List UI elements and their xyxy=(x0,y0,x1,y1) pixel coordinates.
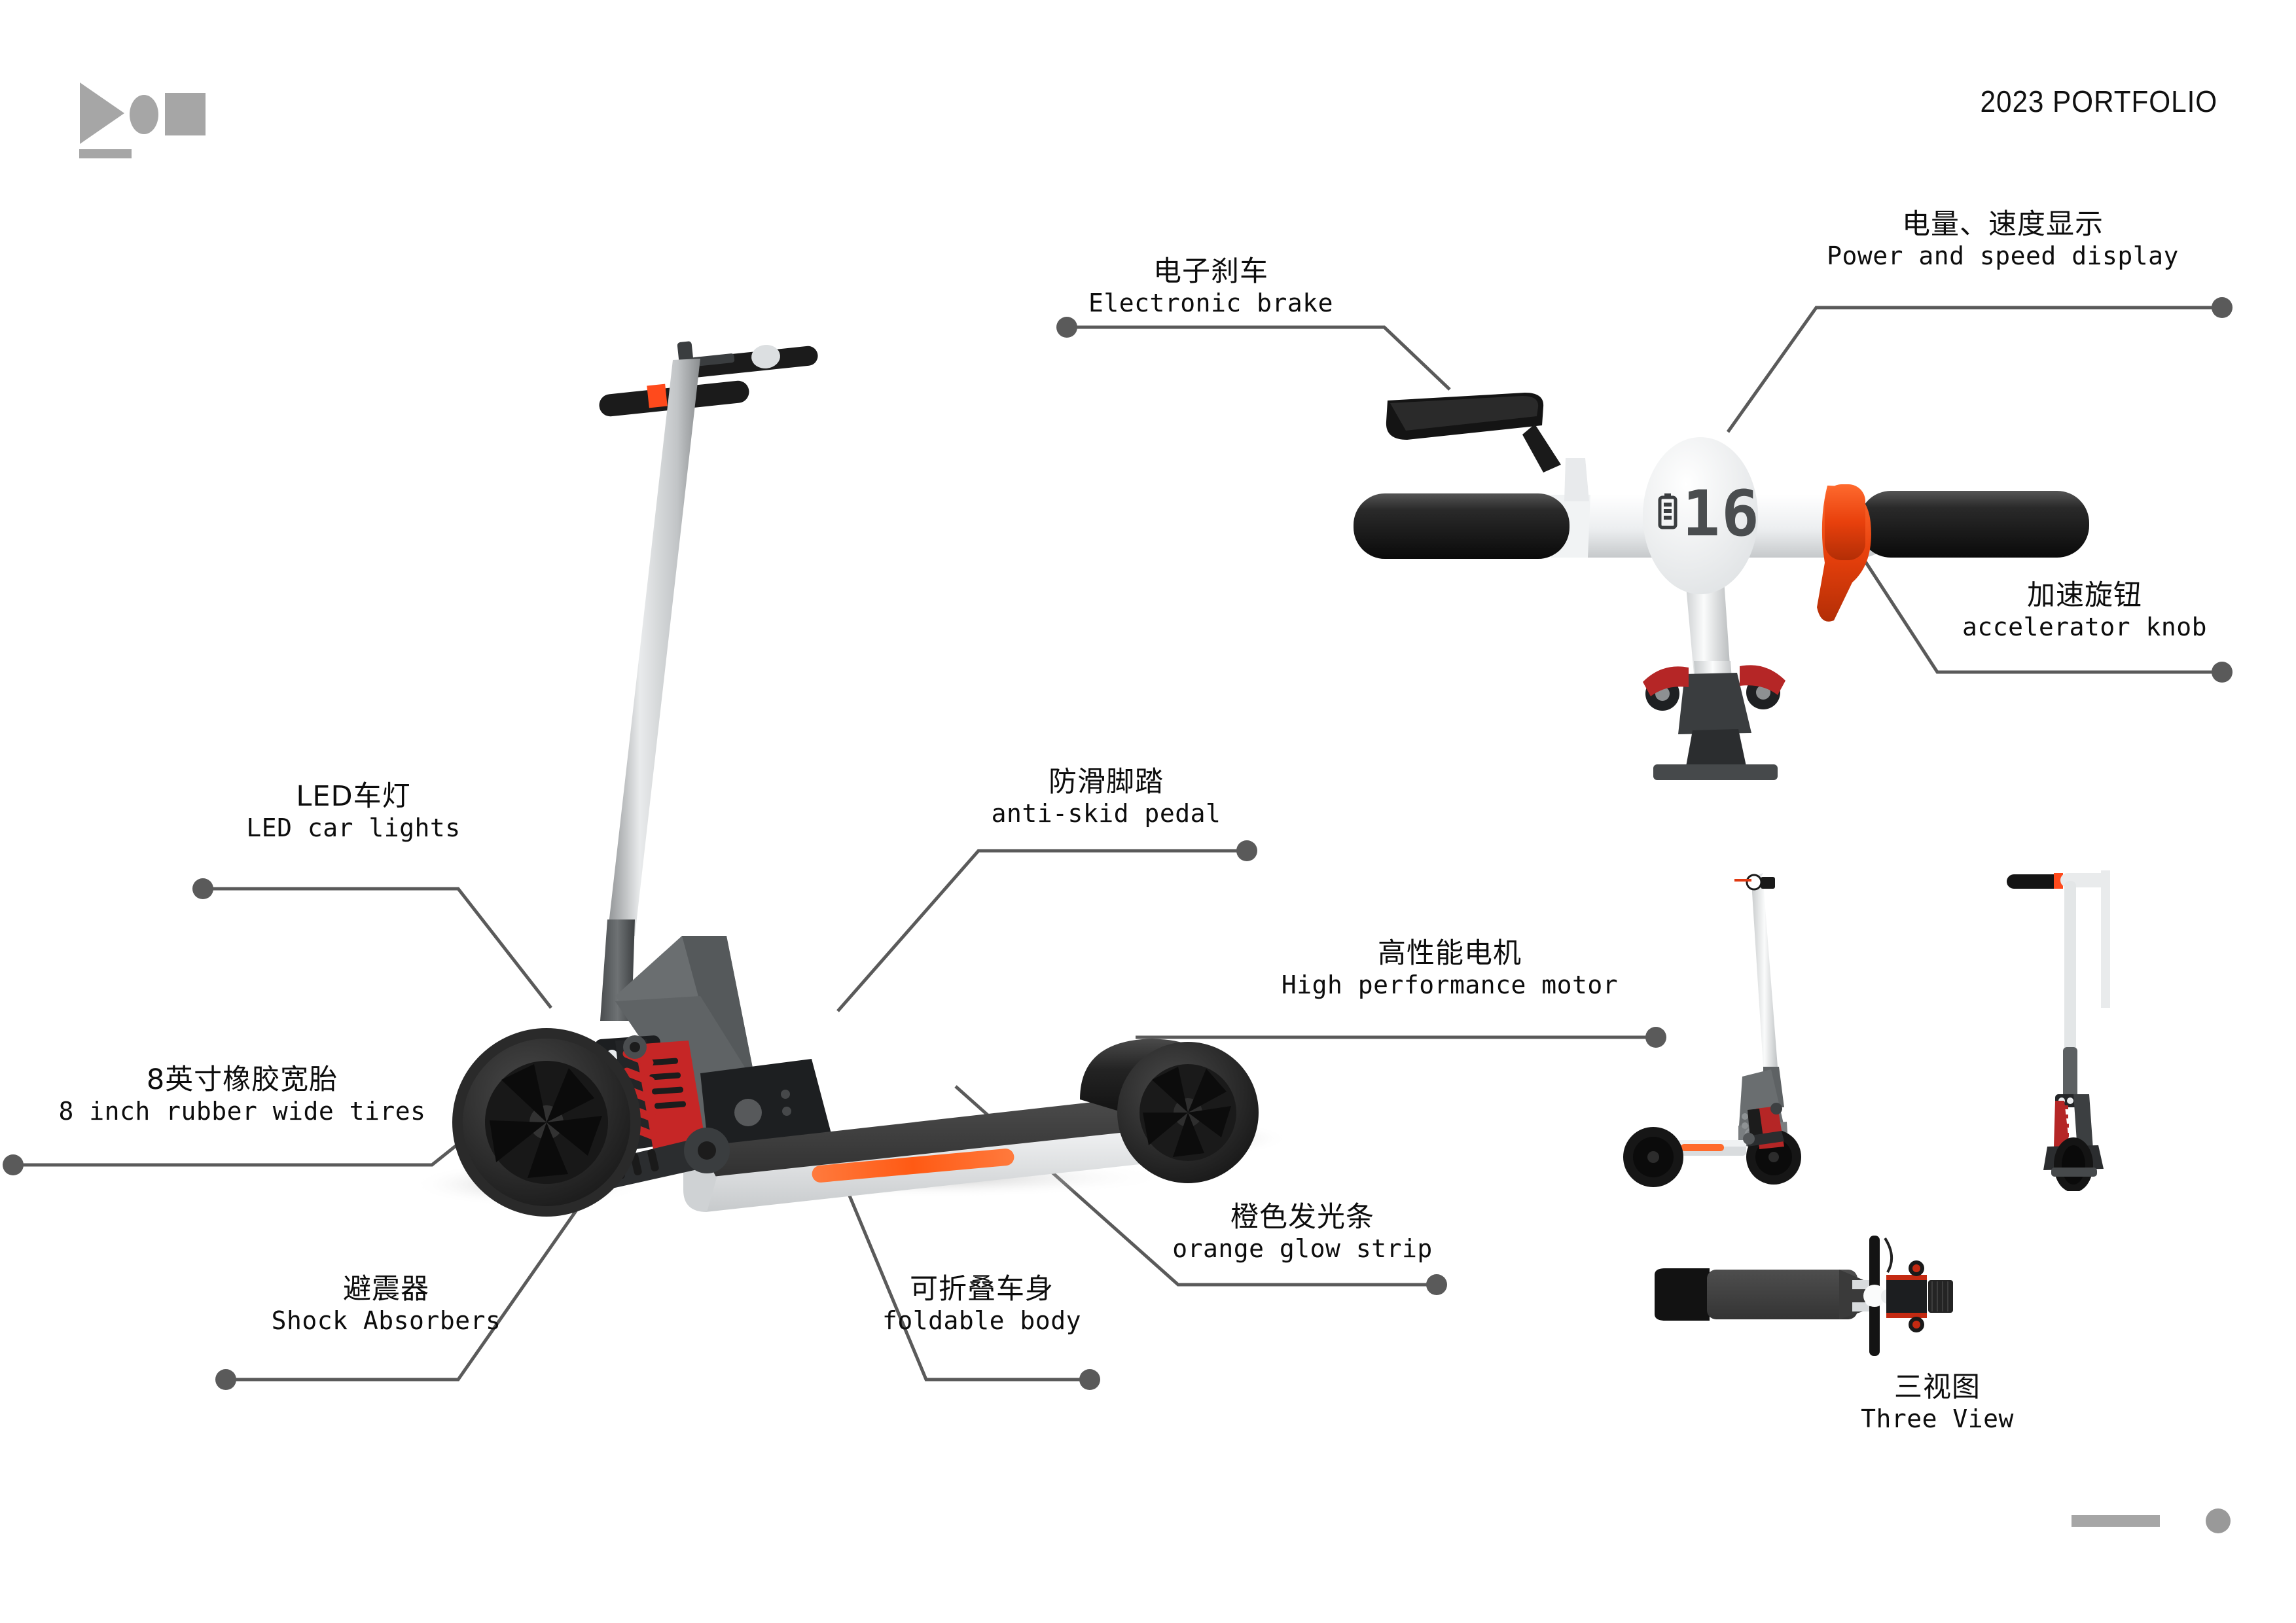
callout-en-label: orange glow strip xyxy=(1172,1234,1433,1263)
callout-power-speed-display: 电量、速度显示 Power and speed display xyxy=(1780,208,2225,271)
callout-three-view: 三视图 Three View xyxy=(1806,1371,2068,1434)
callout-orange-glow-strip: 橙色发光条 orange glow strip xyxy=(1152,1201,1453,1264)
callout-cn-label: 加速旋钮 xyxy=(2027,579,2142,612)
footer-dot-decoration xyxy=(2206,1508,2231,1533)
callout-cn-label: 电子刹车 xyxy=(1153,255,1268,288)
callout-shock-absorbers: 避震器 Shock Absorbers xyxy=(242,1273,530,1336)
callout-cn-label: 橙色发光条 xyxy=(1230,1201,1374,1234)
callout-en-label: LED car lights xyxy=(246,813,461,842)
callout-cn-label: 电量、速度显示 xyxy=(1902,208,2104,241)
page-title: 2023 PORTFOLIO xyxy=(1980,84,2217,118)
brand-logo xyxy=(73,77,224,162)
callout-foldable-body: 可折叠车身 foldable body xyxy=(844,1273,1119,1336)
callout-en-label: Three View xyxy=(1861,1404,2014,1433)
callout-cn-label: 三视图 xyxy=(1894,1371,1981,1404)
callout-cn-label: 高性能电机 xyxy=(1378,937,1522,970)
callout-en-label: 8 inch rubber wide tires xyxy=(58,1096,426,1126)
three-view-front-illustration xyxy=(1983,851,2160,1191)
callout-en-label: Power and speed display xyxy=(1827,241,2179,270)
callout-accelerator-knob: 加速旋钮 accelerator knob xyxy=(1937,579,2232,642)
callout-cn-label: 防滑脚踏 xyxy=(1049,766,1164,798)
callout-en-label: foldable body xyxy=(882,1306,1081,1335)
callout-led-car-lights: LED车灯 LED car lights xyxy=(209,780,497,843)
callout-electronic-brake: 电子刹车 Electronic brake xyxy=(1073,255,1348,318)
callout-en-label: accelerator knob xyxy=(1962,612,2208,641)
callout-en-label: High performance motor xyxy=(1281,970,1619,999)
handlebar-detail-illustration: 16 xyxy=(1335,366,2108,785)
callout-en-label: Electronic brake xyxy=(1088,288,1334,317)
callout-high-performance-motor: 高性能电机 High performance motor xyxy=(1247,937,1653,1000)
callout-cn-label: LED车灯 xyxy=(296,780,411,813)
callout-rubber-wide-tires: 8英寸橡胶宽胎 8 inch rubber wide tires xyxy=(26,1063,458,1126)
three-view-side-illustration xyxy=(1623,851,1872,1191)
three-view-top-illustration xyxy=(1636,1224,2108,1374)
battery-icon xyxy=(1658,493,1677,529)
scooter-main-illustration xyxy=(419,327,1302,1243)
callout-cn-label: 8英寸橡胶宽胎 xyxy=(146,1063,338,1096)
display-value: 16 xyxy=(1682,477,1761,550)
callout-en-label: Shock Absorbers xyxy=(271,1306,501,1335)
footer-bar-decoration xyxy=(2072,1515,2160,1527)
callout-cn-label: 可折叠车身 xyxy=(910,1273,1054,1306)
callout-en-label: anti-skid pedal xyxy=(991,798,1221,828)
callout-anti-skid-pedal: 防滑脚踏 anti-skid pedal xyxy=(969,766,1244,829)
callout-cn-label: 避震器 xyxy=(343,1273,429,1306)
